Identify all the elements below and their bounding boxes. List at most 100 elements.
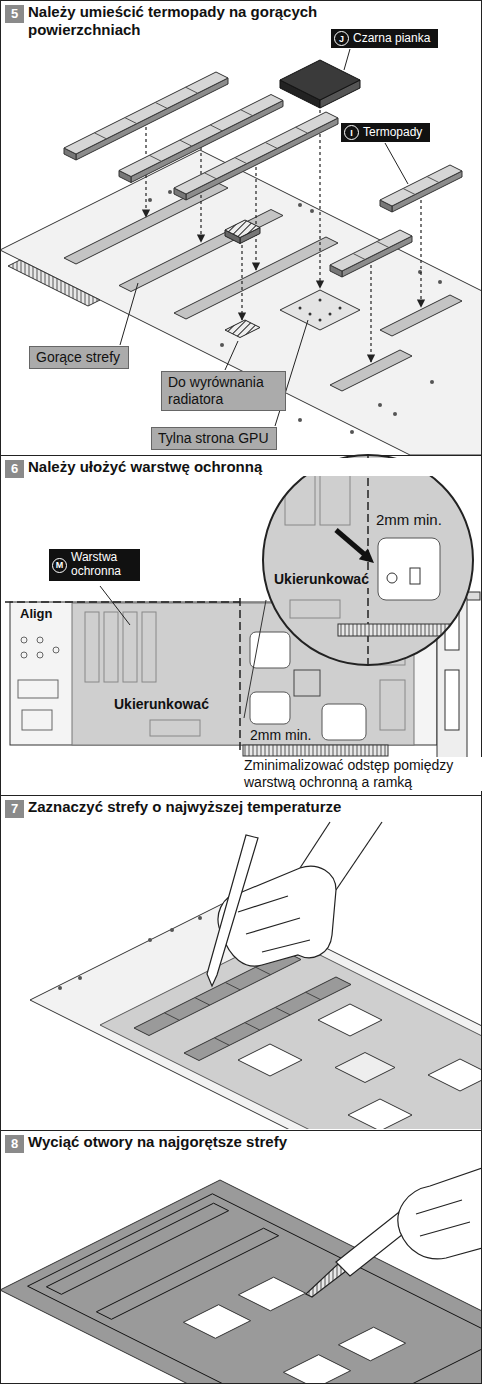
panel5-art-part	[438, 280, 442, 284]
panel5-art-part	[255, 161, 256, 270]
hot-zone	[380, 295, 462, 336]
callout-text: Warstwa ochronna	[71, 551, 133, 579]
pci-fingers	[243, 745, 388, 756]
panel6-art-part	[338, 624, 478, 636]
panel6-art-part	[37, 652, 43, 658]
panel5-art	[1, 49, 481, 455]
protective-layer	[100, 935, 481, 1129]
step-heading: Wyciąć otwory na najgorętsze strefy	[26, 1133, 470, 1151]
panel6-art-part	[85, 612, 99, 682]
hand-with-cutter	[306, 1168, 481, 1297]
step-panel: Zaznaczyć strefy o najwyższej temperatur…	[0, 795, 482, 1131]
panel5-art-part	[298, 418, 302, 422]
panel6-art-part	[250, 632, 290, 668]
panel5-art-part	[378, 403, 382, 407]
leveling-pad	[225, 320, 260, 338]
panel7-art-part	[170, 928, 174, 932]
hand-with-pen	[207, 822, 382, 986]
callout-letter: I	[344, 125, 359, 140]
panel6-art-part	[250, 692, 290, 724]
panel7-art-part	[207, 835, 258, 986]
annotation: 2mm min.	[248, 727, 313, 744]
panel5-art-part	[148, 198, 152, 202]
panel6-art-part	[53, 647, 59, 653]
panel5-art-part	[319, 299, 322, 302]
step-panel: Wyciąć otwory na najgorętsze strefy8	[0, 1130, 482, 1384]
panel7-art-part	[78, 976, 82, 980]
panel5-art-part	[280, 60, 360, 100]
gpu-backside	[280, 290, 360, 330]
panel7-art-part	[336, 822, 382, 890]
panel8-art-part	[283, 1355, 350, 1383]
panel5-art-part	[220, 343, 224, 347]
callout-text: Termopady	[363, 126, 422, 140]
panel6-art-part	[123, 612, 137, 682]
panel5-art-part	[168, 190, 172, 194]
panel5-art-part	[310, 209, 314, 213]
pci-fingers	[8, 260, 100, 306]
panel6-art-part	[239, 598, 241, 752]
annotation: Align	[18, 606, 55, 622]
label-box: Gorące strefy	[29, 346, 129, 369]
panel6-art-part	[380, 680, 405, 730]
gpu-pins	[299, 299, 342, 322]
step-number: 8	[5, 1135, 24, 1153]
panel7-art-part	[300, 822, 330, 868]
panel5-art-part	[319, 110, 320, 288]
panel5-art-part	[329, 313, 332, 316]
callout-box: MWarstwa ochronna	[49, 549, 140, 581]
panel7-art-part	[238, 1044, 302, 1076]
callout-text: Czarna pianka	[353, 32, 430, 46]
panel6-art-part	[378, 538, 440, 600]
panel6-art-part	[142, 612, 156, 682]
gpu-outline	[294, 670, 320, 696]
panel8-art-part	[183, 1305, 250, 1339]
pcb-dots	[148, 190, 442, 434]
panel7-art-part	[148, 938, 152, 942]
label-text: Do wyrównania radiatora	[168, 374, 264, 407]
cut-holes	[183, 1277, 405, 1383]
panel5-art-part	[350, 430, 354, 434]
annotation: Ukierunkować	[112, 696, 211, 713]
magnifier-content	[262, 454, 478, 666]
callout-box: I Termopady	[341, 123, 430, 142]
leader-line	[100, 586, 130, 625]
panel6-art-part	[320, 470, 350, 525]
label-box: Do wyrównania radiatora	[161, 371, 286, 411]
annotation: Zminimalizować odstęp pomiędzy warstwą o…	[242, 757, 482, 791]
thermal-pad	[330, 230, 412, 277]
panel5-art-part	[344, 49, 350, 70]
annotation: Ukierunkować	[272, 571, 371, 588]
panel5-art-part	[430, 380, 434, 384]
step-heading: Zaznaczyć strefy o najwyższej temperatur…	[26, 798, 470, 816]
panel6-art-part	[387, 573, 397, 583]
panel5-art-part	[241, 245, 242, 320]
label-text: Tylna strona GPU	[158, 430, 269, 446]
panel6-art-part	[410, 568, 420, 584]
pcb-components	[18, 637, 59, 730]
panel7-art-part	[348, 1099, 412, 1129]
panel7-art-part	[428, 1059, 481, 1091]
black-foam	[280, 60, 360, 108]
panel5-art-part	[339, 307, 342, 310]
callout-box: JCzarna pianka	[331, 29, 438, 48]
thermal-pad	[380, 165, 462, 212]
panel5-art-part	[420, 194, 421, 307]
panel6-art	[5, 454, 480, 790]
panel7-art-part	[238, 896, 310, 952]
panel7-art	[30, 822, 481, 1129]
panel5-art-part	[393, 412, 397, 416]
panel5-art-part	[225, 341, 238, 370]
panel6-art-part	[285, 470, 315, 525]
panel5-art-part	[319, 319, 322, 322]
panel8-art-part	[46, 1203, 228, 1294]
panel8-art-part	[398, 1168, 481, 1259]
pcb-dots	[58, 916, 202, 990]
panel8-art-part	[306, 1264, 346, 1297]
panel6-art-part	[21, 637, 27, 643]
panel8-art-part	[96, 1228, 278, 1319]
align-lines	[5, 598, 240, 752]
panel6-art-part	[445, 670, 459, 730]
